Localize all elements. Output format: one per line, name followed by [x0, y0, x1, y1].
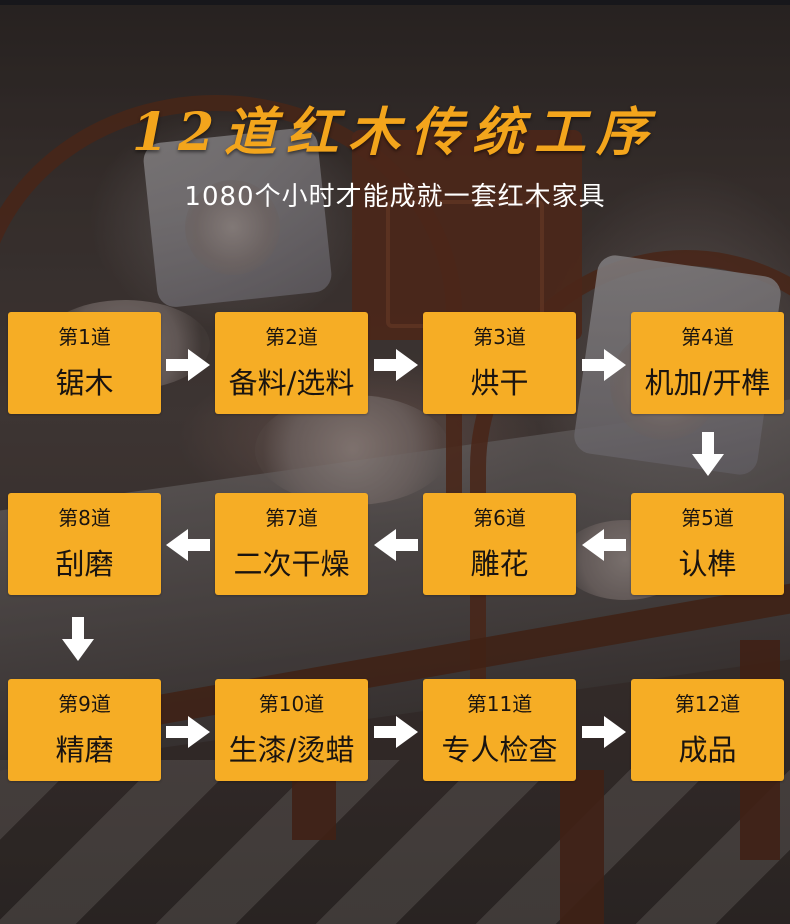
arrow-right-icon: [166, 716, 210, 748]
step-name: 专人检查: [423, 727, 576, 769]
arrow-down-icon: [62, 617, 94, 661]
step-name: 成品: [631, 727, 784, 769]
arrow-right-icon: [582, 716, 626, 748]
step-box-5: 第5道 认榫: [631, 493, 784, 595]
step-number: 第9道: [8, 688, 161, 717]
step-number: 第6道: [423, 502, 576, 531]
step-box-2: 第2道 备料/选料: [215, 312, 368, 414]
page-subtitle: 1080个小时才能成就一套红木家具: [0, 176, 790, 213]
arrow-down-icon: [692, 432, 724, 476]
step-box-1: 第1道 锯木: [8, 312, 161, 414]
step-number: 第1道: [8, 321, 161, 350]
step-name: 生漆/烫蜡: [215, 727, 368, 769]
step-number: 第8道: [8, 502, 161, 531]
step-name: 雕花: [423, 541, 576, 583]
step-name: 精磨: [8, 727, 161, 769]
step-box-8: 第8道 刮磨: [8, 493, 161, 595]
step-number: 第11道: [423, 688, 576, 717]
arrow-left-icon: [582, 529, 626, 561]
step-name: 刮磨: [8, 541, 161, 583]
step-name: 烘干: [423, 360, 576, 402]
step-number: 第12道: [631, 688, 784, 717]
step-box-9: 第9道 精磨: [8, 679, 161, 781]
step-name: 备料/选料: [215, 360, 368, 402]
arrow-right-icon: [582, 349, 626, 381]
step-box-6: 第6道 雕花: [423, 493, 576, 595]
step-number: 第2道: [215, 321, 368, 350]
step-number: 第3道: [423, 321, 576, 350]
step-name: 认榫: [631, 541, 784, 583]
step-number: 第5道: [631, 502, 784, 531]
step-box-10: 第10道 生漆/烫蜡: [215, 679, 368, 781]
arrow-left-icon: [166, 529, 210, 561]
step-box-7: 第7道 二次干燥: [215, 493, 368, 595]
step-name: 二次干燥: [215, 541, 368, 583]
step-name: 机加/开榫: [631, 360, 784, 402]
arrow-left-icon: [374, 529, 418, 561]
step-box-11: 第11道 专人检查: [423, 679, 576, 781]
step-box-4: 第4道 机加/开榫: [631, 312, 784, 414]
step-box-3: 第3道 烘干: [423, 312, 576, 414]
arrow-right-icon: [374, 349, 418, 381]
arrow-right-icon: [374, 716, 418, 748]
step-number: 第7道: [215, 502, 368, 531]
arrow-right-icon: [166, 349, 210, 381]
step-number: 第10道: [215, 688, 368, 717]
step-box-12: 第12道 成品: [631, 679, 784, 781]
step-name: 锯木: [8, 360, 161, 402]
step-number: 第4道: [631, 321, 784, 350]
page-title: 12道红木传统工序: [0, 90, 790, 165]
